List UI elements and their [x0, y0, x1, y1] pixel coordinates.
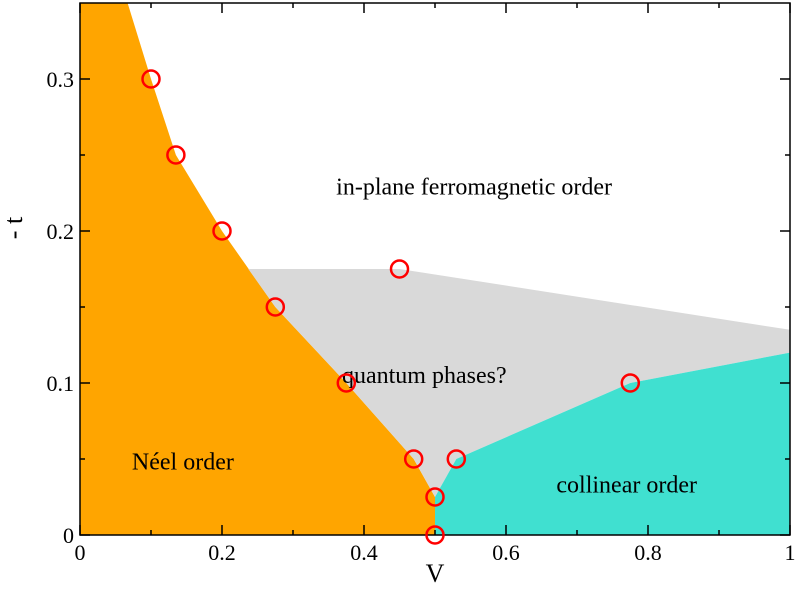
data-point — [212, 221, 232, 241]
region-label-quantum: quantum phases? — [342, 363, 507, 389]
data-point — [336, 373, 357, 393]
data-point — [403, 449, 424, 469]
data-point — [620, 373, 641, 393]
x-tick-label: 0.4 — [350, 540, 378, 565]
y-tick-label: 0.3 — [47, 67, 75, 92]
data-point — [446, 449, 467, 469]
data-point — [265, 297, 286, 317]
x-tick-label: 1 — [785, 540, 796, 565]
region-label-collinear: collinear order — [556, 472, 697, 498]
region-quantum — [248, 269, 791, 497]
y-tick-label: 0.1 — [47, 371, 75, 396]
data-points — [141, 69, 641, 545]
x-tick-label: 0.6 — [492, 540, 520, 565]
data-point — [141, 69, 161, 89]
plot-frame — [79, 2, 791, 536]
region-collinear — [435, 352, 790, 535]
x-tick-label: 0.2 — [208, 540, 236, 565]
region-neel — [80, 3, 435, 535]
x-tick-label: 0.8 — [634, 540, 662, 565]
region-labels: Néel order quantum phases? collinear order… — [132, 175, 697, 499]
y-tick-label: 0.2 — [47, 219, 75, 244]
data-point — [425, 487, 445, 507]
x-tick-label: 0 — [75, 540, 86, 565]
phase-regions — [80, 3, 791, 535]
data-point — [425, 525, 445, 545]
region-label-neel: Néel order — [132, 450, 234, 476]
data-point — [389, 259, 410, 279]
tick-labels: 0 0.2 0.4 0.6 0.8 1 0 0.1 0.2 0.3 — [47, 67, 796, 565]
data-point — [166, 145, 186, 165]
region-label-ferro: in-plane ferromagnetic order — [336, 175, 612, 201]
y-axis-title: - t — [0, 216, 28, 239]
x-axis-title: V — [426, 559, 445, 588]
y-tick-label: 0 — [63, 523, 74, 548]
